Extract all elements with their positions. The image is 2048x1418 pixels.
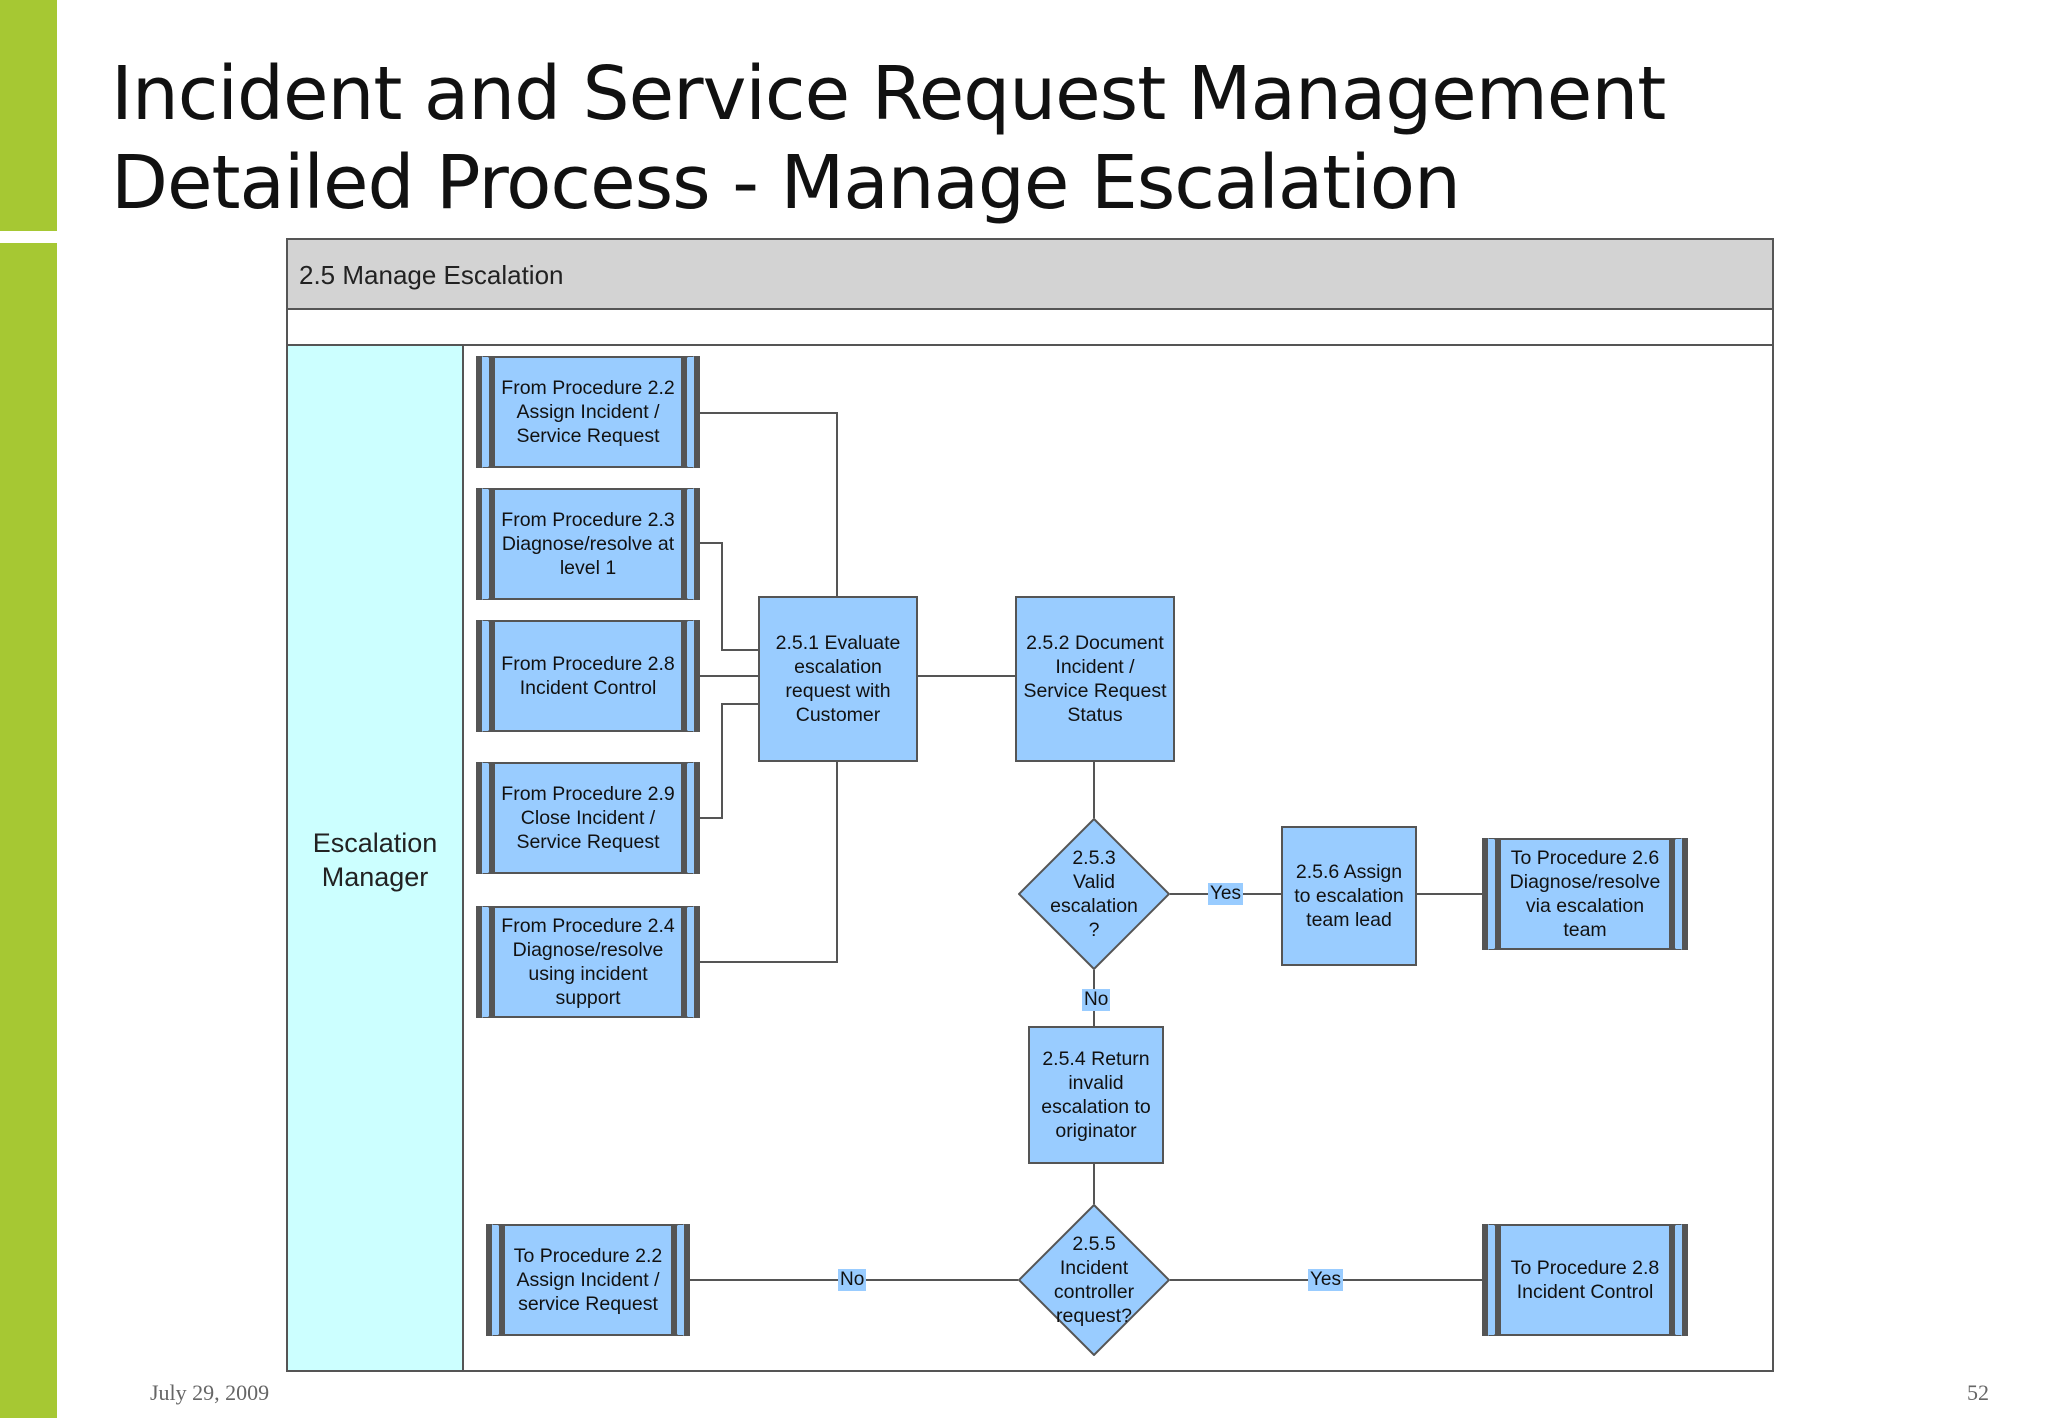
slide-title-line-1: Incident and Service Request Management: [111, 51, 1666, 137]
decision-2-5-3-shape: [1018, 818, 1170, 970]
from-procedure-2-9-box: From Procedure 2.9 Close Incident / Serv…: [476, 762, 700, 874]
accent-bar-bottom: [0, 243, 57, 1418]
decision-2-5-5-shape: [1018, 1204, 1170, 1356]
page-number: 52: [1967, 1380, 1989, 1405]
swimlane-escalation-manager: Escalation Manager: [288, 346, 464, 1370]
decision-2-5-3: 2.5.3 Valid escalation ?: [1018, 818, 1170, 970]
connector-lines: [690, 412, 1482, 1281]
to-procedure-2-8-box: To Procedure 2.8 Incident Control: [1482, 1224, 1688, 1336]
connector-2-9-to-2-5-1: [700, 703, 760, 819]
footer-date: July 29, 2009: [150, 1380, 270, 1405]
accent-bar-top: [0, 0, 57, 231]
task-2-5-1-box: 2.5.1 Evaluate escalation request with C…: [758, 596, 918, 762]
task-2-5-4-box: 2.5.4 Return invalid escalation to origi…: [1028, 1026, 1164, 1164]
from-procedure-2-2-box: From Procedure 2.2 Assign Incident / Ser…: [476, 356, 700, 468]
slide-title: Incident and Service Request Management …: [111, 50, 1666, 228]
to-procedure-2-2-box: To Procedure 2.2 Assign Incident / servi…: [486, 1224, 690, 1336]
from-procedure-2-4-box: From Procedure 2.4 Diagnose/resolve usin…: [476, 906, 700, 1018]
decision-2-5-5: 2.5.5 Incident controller request?: [1018, 1204, 1170, 1356]
decision-2-5-3-label: 2.5.3 Valid escalation ?: [1050, 847, 1138, 941]
decision-2-5-5-label: 2.5.5 Incident controller request?: [1053, 1233, 1135, 1327]
swimlane-label: Escalation Manager: [312, 828, 438, 892]
connector-2-4-to-2-5-1: [700, 762, 838, 963]
edge-label-no-controller: No: [838, 1269, 867, 1291]
edge-label-yes-controller: Yes: [1308, 1269, 1343, 1291]
diagram-header: 2.5 Manage Escalation: [288, 240, 1772, 310]
diagram-header-spacer: [288, 310, 1772, 346]
edge-label-yes-valid: Yes: [1208, 883, 1243, 905]
from-procedure-2-3-box: From Procedure 2.3 Diagnose/resolve at l…: [476, 488, 700, 600]
edge-label-no-valid: No: [1082, 989, 1111, 1011]
connector-2-3-to-2-5-1: [700, 542, 760, 651]
diagram-title: 2.5 Manage Escalation: [299, 260, 564, 290]
connector-2-2-to-2-5-1: [700, 412, 838, 598]
task-2-5-2-box: 2.5.2 Document Incident / Service Reques…: [1015, 596, 1175, 762]
task-2-5-6-box: 2.5.6 Assign to escalation team lead: [1281, 826, 1417, 966]
to-procedure-2-6-box: To Procedure 2.6 Diagnose/resolve via es…: [1482, 838, 1688, 950]
slide-title-line-2: Detailed Process - Manage Escalation: [111, 140, 1461, 226]
from-procedure-2-8-box: From Procedure 2.8 Incident Control: [476, 620, 700, 732]
process-diagram: 2.5 Manage Escalation Escalation Manager…: [286, 238, 1774, 1372]
